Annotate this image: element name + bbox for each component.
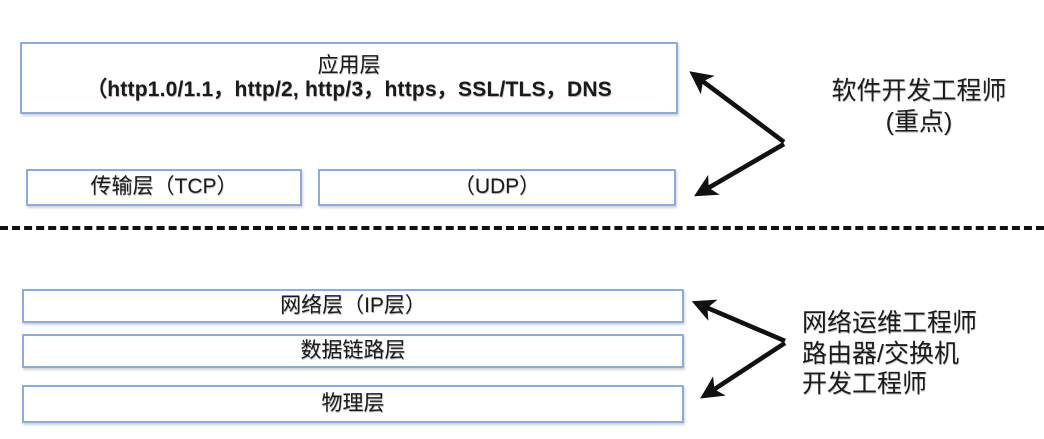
double-arrow-icon-upper <box>689 71 786 197</box>
application-layer-protocols: （http1.0/1.1，http/2, http/3，https，SSL/TL… <box>86 78 612 101</box>
annotation-top-line1: 软件开发工程师 <box>831 77 1007 105</box>
annotation-bottom-line2: 路由器/交换机 <box>802 339 959 368</box>
transport-udp-label: （UDP） <box>453 175 541 199</box>
arrow-to-transport-layer <box>694 142 786 197</box>
annotation-software-engineer: 软件开发工程师 (重点) <box>800 76 1038 137</box>
layer-box-physical: 物理层 <box>22 385 684 423</box>
annotation-bottom-line3: 开发工程师 <box>802 370 928 398</box>
arrow-to-network-layer <box>691 299 786 344</box>
layer-box-transport-tcp: 传输层（TCP） <box>26 169 302 206</box>
annotation-network-engineer: 网络运维工程师 路由器/交换机 开发工程师 <box>802 308 977 400</box>
annotation-bottom-line1: 网络运维工程师 <box>802 309 978 337</box>
transport-tcp-label: 传输层（TCP） <box>90 175 238 199</box>
layer-box-application: 应用层 （http1.0/1.1，http/2, http/3，https，SS… <box>20 42 678 114</box>
layer-box-datalink: 数据链路层 <box>22 334 684 368</box>
datalink-layer-label: 数据链路层 <box>300 338 406 362</box>
dashed-divider <box>0 226 1044 230</box>
arrow-to-application-layer <box>689 71 786 144</box>
physical-layer-label: 物理层 <box>321 391 385 415</box>
layer-box-transport-udp: （UDP） <box>318 169 676 206</box>
double-arrow-icon-lower <box>691 299 787 399</box>
network-layer-label: 网络层（IP层） <box>280 293 426 317</box>
application-layer-title: 应用层 <box>317 53 381 77</box>
annotation-top-line2: (重点) <box>885 107 953 136</box>
layer-box-network: 网络层（IP层） <box>22 289 684 323</box>
arrow-to-physical-layer <box>700 341 787 399</box>
